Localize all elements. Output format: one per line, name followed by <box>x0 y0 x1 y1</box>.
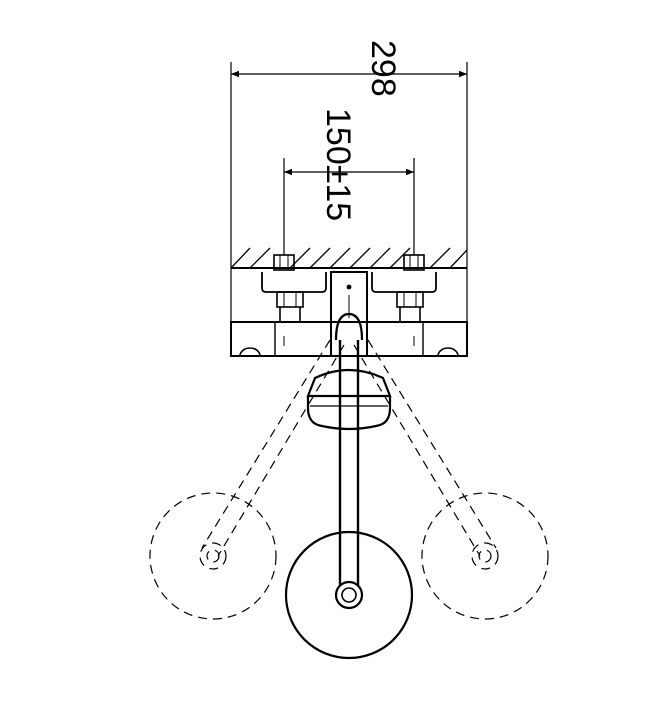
dimension-inlet-spacing: 150±15 <box>283 108 415 255</box>
handle-cap-left <box>239 347 261 357</box>
spout-pipe <box>338 340 360 585</box>
spout-collar <box>334 312 364 341</box>
dimension-overall-width: 298 <box>230 40 468 340</box>
knob-dome <box>306 368 392 398</box>
swivel-arm-left <box>201 339 345 557</box>
swivel-arm-right <box>353 339 497 557</box>
shower-head-main <box>284 530 414 660</box>
mixer-body <box>230 321 468 357</box>
shower-head-alt-left <box>149 492 277 620</box>
handle-cap-right <box>437 347 459 357</box>
wall-hatching <box>230 247 468 269</box>
inlet-nut-right <box>403 254 425 271</box>
inlet-nut-left <box>273 254 295 271</box>
diverter-knob <box>306 368 392 431</box>
connector-right <box>371 272 437 323</box>
shower-head-nozzle-inner <box>341 587 357 603</box>
hub-screw <box>346 284 352 290</box>
hub-outline <box>330 271 368 356</box>
connector-left <box>261 272 327 323</box>
collar-top <box>334 312 364 341</box>
shower-head-outline <box>284 530 414 660</box>
mixer-body-outline <box>230 321 468 357</box>
dimension-label-overall: 298 <box>364 40 402 97</box>
dimension-label-inlet: 150±15 <box>319 108 357 221</box>
wall-section <box>230 247 468 269</box>
shower-head-nozzle-outer <box>334 580 364 610</box>
shower-head-alt-right <box>421 492 549 620</box>
knob-base <box>306 396 392 431</box>
